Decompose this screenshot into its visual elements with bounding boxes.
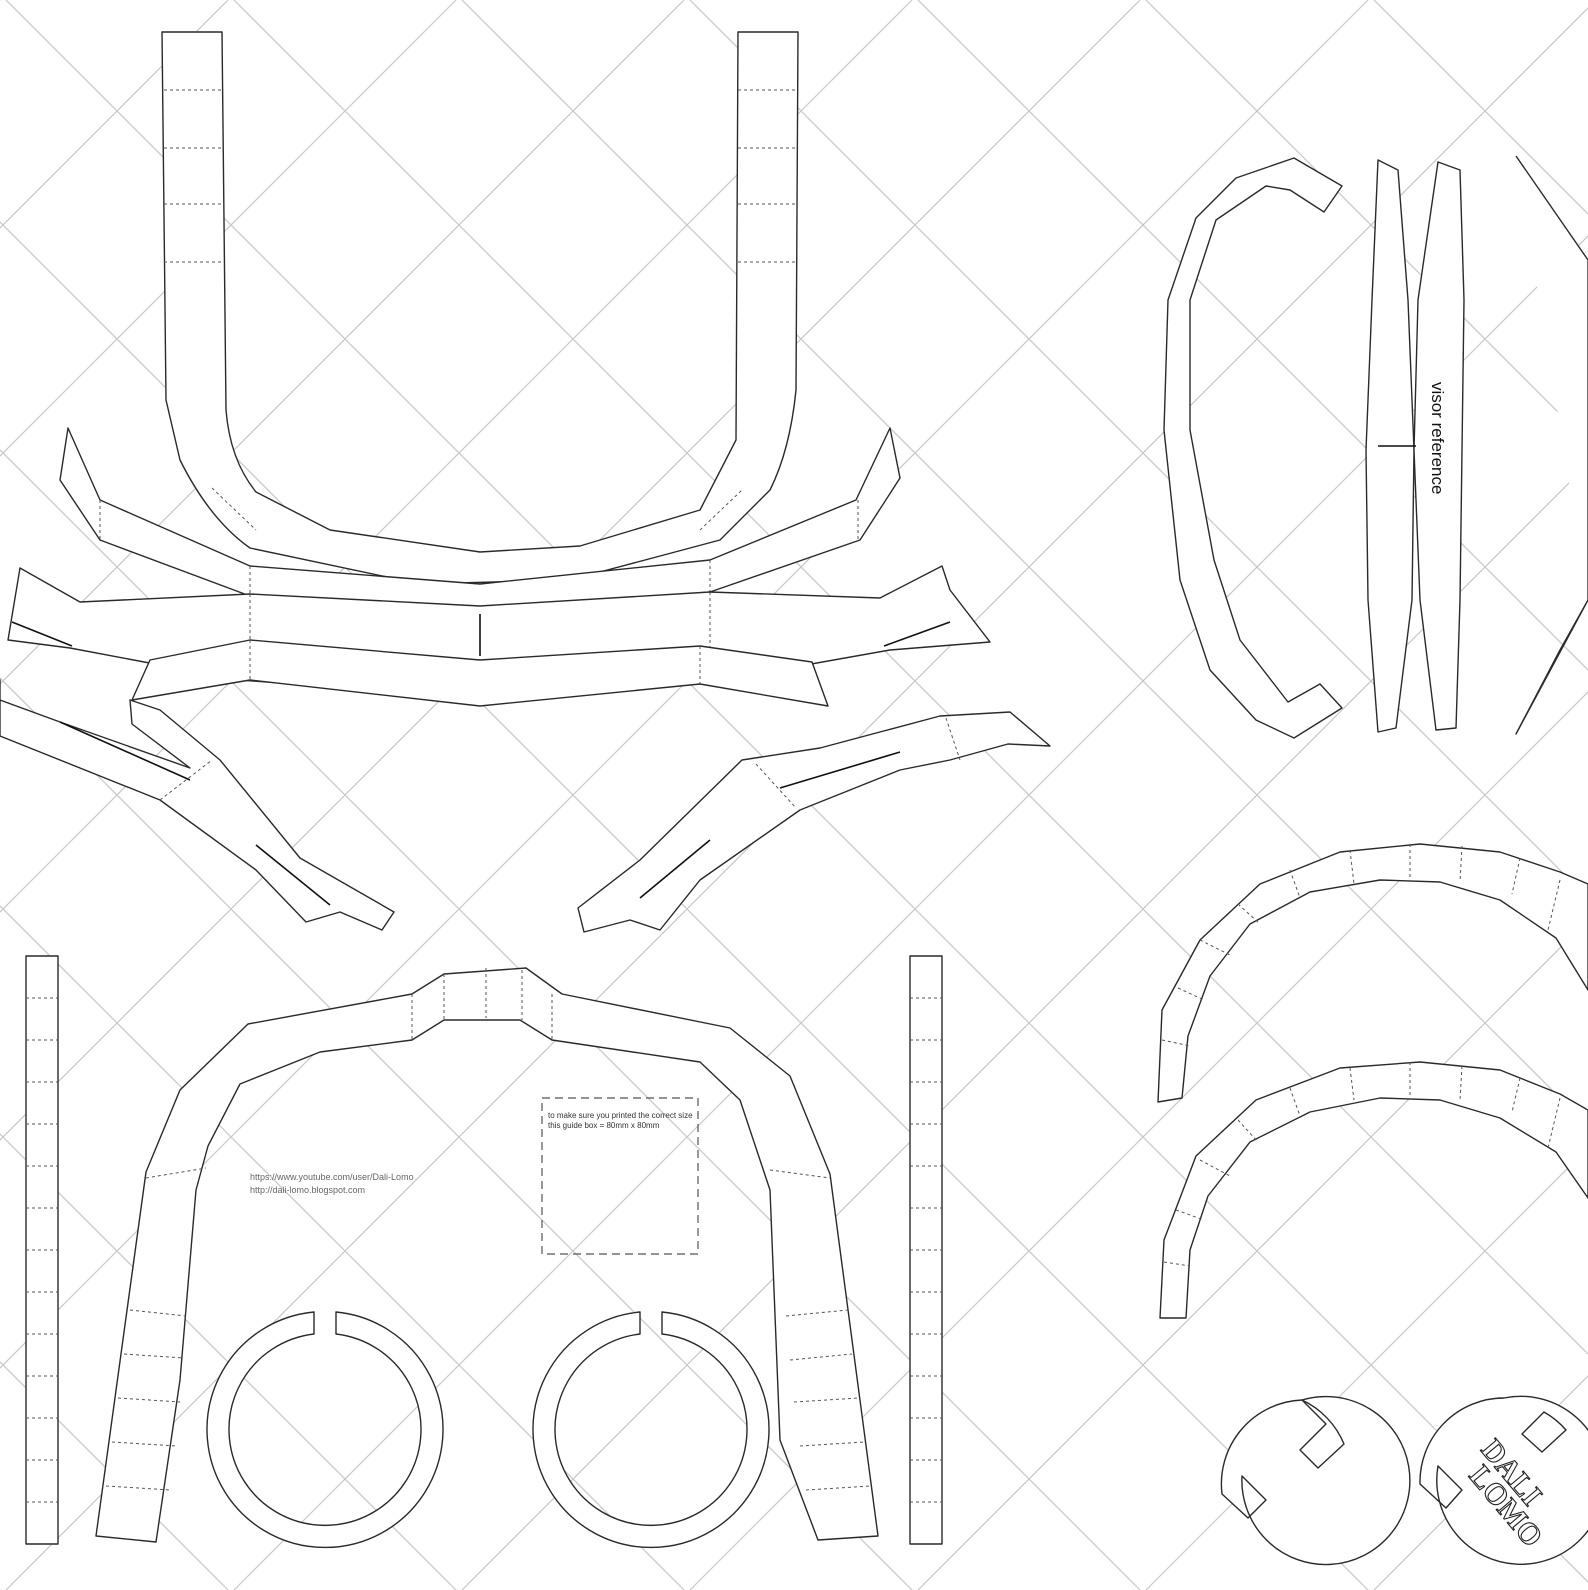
upper-arc-band xyxy=(59,427,901,613)
center-right-strip xyxy=(909,955,943,1545)
right-upper-arc xyxy=(1157,843,1588,1103)
left-slotted-disc xyxy=(1220,1395,1411,1566)
left-side-strip xyxy=(25,955,59,1545)
grid-line xyxy=(461,0,1588,1127)
right-slotted-disc: DALI LOMO xyxy=(1419,1395,1588,1565)
grid-line xyxy=(1145,0,1588,443)
lower-arch-piece: https://www.youtube.com/user/Dali-Lomo h… xyxy=(95,967,879,1543)
right-eye-ring xyxy=(532,1311,770,1549)
visor-reference-group: visor reference xyxy=(1163,155,1588,739)
grid-line xyxy=(0,1133,457,1590)
size-guide-box: to make sure you printed the correct siz… xyxy=(541,1097,699,1255)
right-lower-arc xyxy=(1159,1061,1588,1319)
grid-line xyxy=(917,0,1588,671)
visor-reference-label: visor reference xyxy=(1428,382,1447,494)
grid-line xyxy=(0,0,1141,1141)
grid-line xyxy=(917,919,1588,1590)
left-cheek-piece xyxy=(0,679,395,931)
grid-line xyxy=(689,691,1588,1590)
blog-url: http://dali-lomo.blogspot.com xyxy=(250,1185,365,1195)
grid-line xyxy=(0,0,685,685)
right-cheek-piece xyxy=(577,711,1051,933)
left-eye-ring xyxy=(206,1311,444,1549)
youtube-url: https://www.youtube.com/user/Dali-Lomo xyxy=(250,1172,414,1182)
lower-brow-arc xyxy=(131,639,829,707)
grid-line xyxy=(0,905,685,1590)
headband-u-piece xyxy=(161,31,799,585)
guide-note-line2: this guide box = 80mm x 80mm xyxy=(548,1121,660,1130)
grid-line xyxy=(461,463,1588,1590)
grid-line xyxy=(0,0,913,913)
grid-line xyxy=(1145,1147,1588,1590)
guide-note-line1: to make sure you printed the correct siz… xyxy=(548,1111,693,1120)
